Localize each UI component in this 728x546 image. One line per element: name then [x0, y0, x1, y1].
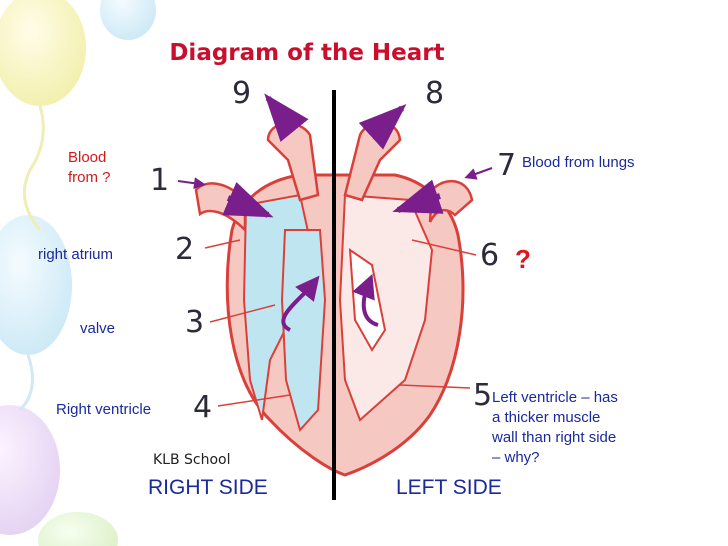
- number-9: 9: [232, 76, 252, 111]
- flow-arrow-right-valve: [281, 275, 320, 332]
- credit-text: KLB School: [153, 452, 231, 468]
- flow-arrow-out-9: [264, 93, 309, 142]
- label-left-ventricle-line1: Left ventricle – has: [492, 389, 618, 406]
- label-right-side: RIGHT SIDE: [148, 476, 268, 499]
- label-right-ventricle: Right ventricle: [56, 401, 152, 418]
- balloon-green: [38, 512, 118, 546]
- vena-cava-vessel: [194, 182, 247, 234]
- label-left-ventricle-line3: wall than right side: [492, 429, 617, 446]
- flow-arrow-in-left: [392, 179, 444, 214]
- label-left-ventricle-line2: a thicker muscle: [492, 409, 601, 426]
- balloon-purple: [0, 405, 60, 535]
- label-blood-from: Blood from ?: [68, 148, 111, 188]
- pointer-7: [464, 167, 493, 180]
- question-mark: ?: [515, 244, 531, 274]
- flow-arrow-left-valve: [352, 273, 379, 327]
- label-valve: valve: [80, 320, 116, 337]
- number-2: 2: [175, 232, 195, 267]
- pointer-5: [399, 384, 471, 389]
- number-4: 4: [193, 390, 213, 425]
- number-5: 5: [473, 378, 493, 413]
- balloon-string: [22, 105, 45, 231]
- label-left-side: LEFT SIDE: [396, 476, 502, 499]
- number-8: 8: [425, 76, 445, 111]
- left-ventricle-chamber: [338, 193, 434, 422]
- flow-arrow-in-right: [222, 182, 274, 218]
- label-left-ventricle-line4: – why?: [492, 449, 540, 466]
- pointer-3: [209, 304, 276, 323]
- center-divider-line: [332, 90, 336, 500]
- number-6: 6: [480, 238, 500, 273]
- number-7: 7: [497, 148, 517, 183]
- label-right-atrium: right atrium: [38, 246, 114, 263]
- label-blood-from-lungs: Blood from lungs: [522, 154, 635, 171]
- label-blood-from-line1: Blood: [68, 149, 107, 166]
- balloon-blue-small: [100, 0, 156, 40]
- balloon-yellow: [0, 0, 86, 106]
- pointer-2: [204, 239, 241, 249]
- balloon-blue: [0, 215, 72, 355]
- number-3: 3: [185, 305, 205, 340]
- page-title: Diagram of the Heart: [169, 40, 445, 66]
- flow-arrow-out-8: [358, 103, 407, 150]
- balloon-string: [18, 354, 34, 412]
- number-1: 1: [150, 163, 170, 198]
- pointer-4: [217, 394, 291, 407]
- label-blood-from-line2: from ?: [68, 169, 111, 186]
- pointer-1: [177, 177, 206, 190]
- pointer-6: [411, 239, 477, 256]
- label-left-ventricle: Left ventricle – has a thicker muscle wa…: [492, 388, 618, 468]
